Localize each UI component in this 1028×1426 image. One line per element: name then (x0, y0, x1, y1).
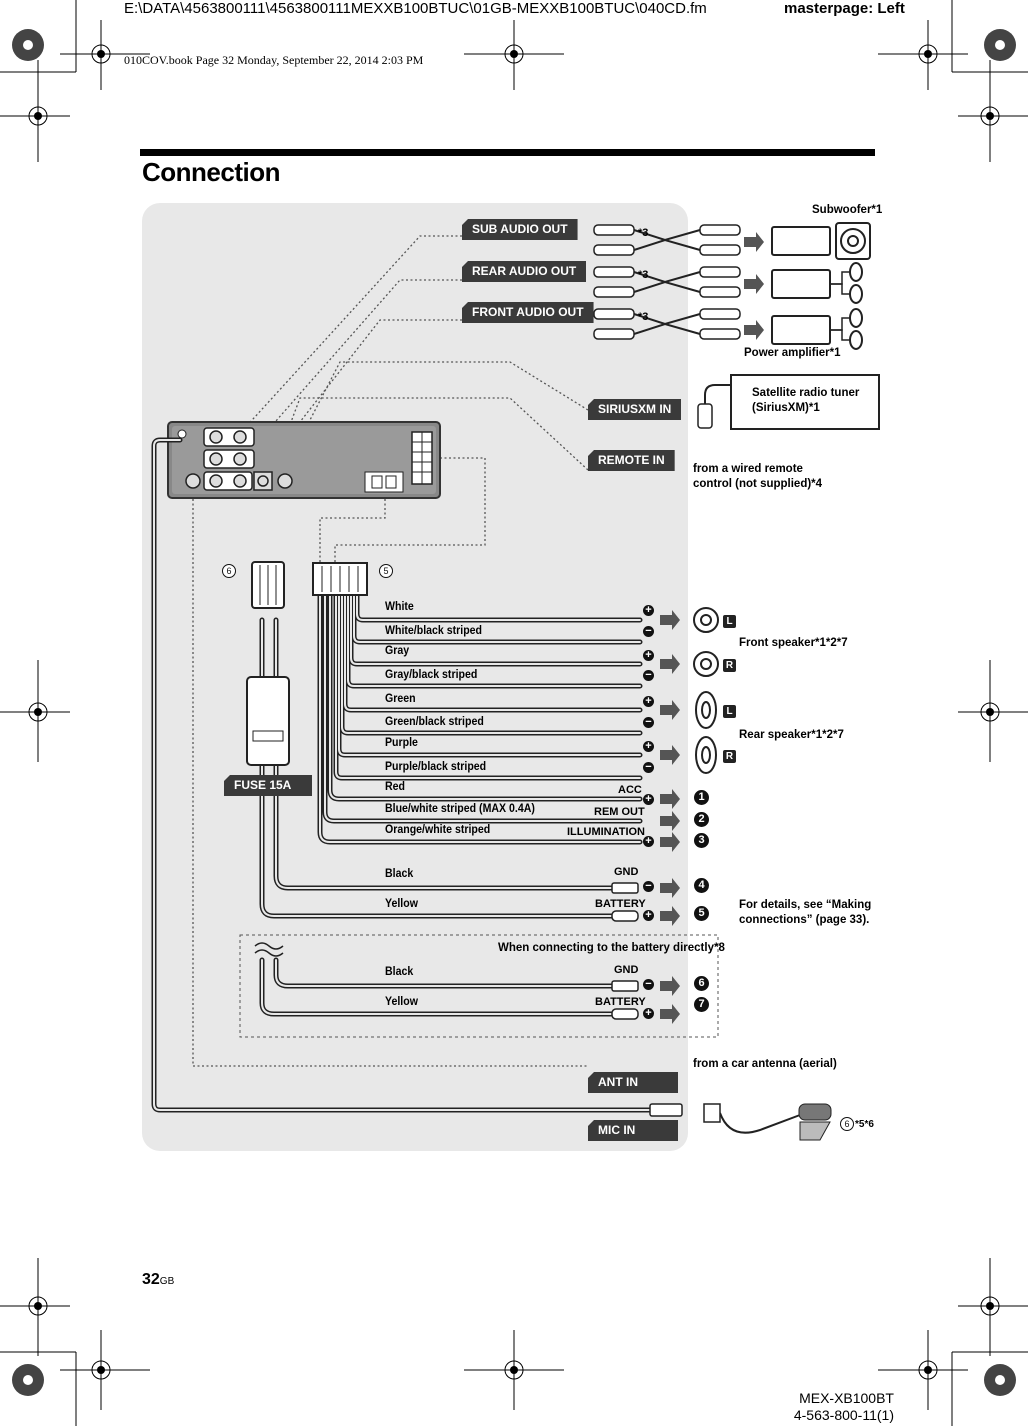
connector-mark-five: 5 (379, 564, 393, 578)
wired-remote-label: from a wired remote control (not supplie… (693, 463, 823, 490)
part-number: 4-563-800-11(1) (793, 1407, 894, 1423)
model-name: MEX-XB100BT (799, 1390, 894, 1406)
callout-number: 3 (694, 833, 709, 848)
terminal-label: REM OUT (594, 806, 645, 818)
terminal-label: ILLUMINATION (567, 826, 646, 838)
callout-number: 5 (694, 906, 709, 921)
power-wire-label: Yellow (385, 898, 418, 910)
front-speaker-label: Front speaker*1*2*7 (739, 637, 848, 649)
callout-number: 7 (694, 997, 709, 1012)
callout-number: 6 (694, 976, 709, 991)
diagram-panel (142, 203, 688, 1151)
page-number: 32GB (142, 1271, 175, 1288)
wire-label: Green (385, 693, 416, 705)
polarity-sign: + (643, 650, 654, 661)
title-rule (140, 149, 875, 156)
battery-direct-note: When connecting to the battery directly*… (498, 942, 725, 954)
rear-audio-out-label: REAR AUDIO OUT (462, 261, 587, 282)
wire-label: White (385, 601, 414, 613)
wire-label: White/black striped (385, 625, 483, 637)
file-path: E:\DATA\4563800111\4563800111MEXXB100BTU… (124, 0, 707, 17)
wire-label: Green/black striped (385, 716, 484, 728)
siriusxm-in-label: SIRIUSXM IN (588, 399, 682, 420)
power-wire-label: Red (385, 781, 405, 793)
power-wire-label: Black (385, 868, 414, 880)
callout-number: 1 (694, 790, 709, 805)
terminal-label: BATTERY (595, 996, 646, 1008)
polarity-sign: − (643, 881, 654, 892)
polarity-sign: − (643, 762, 654, 773)
rear-speaker-label: Rear speaker*1*2*7 (739, 729, 844, 741)
book-line: 010COV.book Page 32 Monday, September 22… (124, 53, 424, 67)
car-antenna-note: from a car antenna (aerial) (693, 1058, 837, 1070)
note-star3: *3 (638, 269, 649, 281)
page-title: Connection (142, 157, 281, 187)
sub-audio-out-label: SUB AUDIO OUT (462, 219, 578, 240)
polarity-sign: + (643, 741, 654, 752)
battery-wire-label: Yellow (385, 996, 418, 1008)
terminal-label: GND (614, 866, 639, 878)
fuse-label: FUSE 15A (224, 775, 312, 796)
polarity-sign: + (643, 910, 654, 921)
mic-mark-six: 6 (840, 1117, 854, 1131)
polarity-sign: + (643, 794, 654, 805)
battery-wire-label: Black (385, 966, 414, 978)
masterpage-label: masterpage: Left (784, 0, 905, 17)
mic-note: *5*6 (855, 1119, 874, 1130)
ant-in-label: ANT IN (588, 1072, 678, 1093)
speaker-channel-tag: R (723, 750, 736, 763)
polarity-sign: − (643, 670, 654, 681)
wire-label: Gray/black striped (385, 669, 478, 681)
power-wire-label: Orange/white striped (385, 824, 491, 836)
wire-label: Gray (385, 645, 410, 657)
wire-label: Purple/black striped (385, 761, 487, 773)
terminal-label: BATTERY (595, 898, 646, 910)
polarity-sign: − (643, 626, 654, 637)
remote-in-label: REMOTE IN (588, 450, 675, 471)
polarity-sign: + (643, 1008, 654, 1019)
polarity-sign: + (643, 696, 654, 707)
speaker-channel-tag: L (723, 705, 736, 718)
wire-label: Purple (385, 737, 418, 749)
polarity-sign: − (643, 717, 654, 728)
polarity-sign: + (643, 605, 654, 616)
power-amplifier-label: Power amplifier*1 (744, 347, 841, 359)
connector-mark-six: 6 (222, 564, 236, 578)
note-star3: *3 (638, 311, 649, 323)
callout-number: 2 (694, 812, 709, 827)
terminal-label: ACC (618, 784, 642, 796)
power-wire-label: Blue/white striped (MAX 0.4A) (385, 803, 535, 815)
speaker-channel-tag: R (723, 659, 736, 672)
note-star3: *3 (638, 227, 649, 239)
details-note: For details, see “Making connections” (p… (739, 899, 872, 926)
speaker-channel-tag: L (723, 615, 736, 628)
subwoofer-label: Subwoofer*1 (812, 204, 883, 216)
front-audio-out-label: FRONT AUDIO OUT (462, 302, 594, 323)
polarity-sign: + (643, 836, 654, 847)
mic-in-label: MIC IN (588, 1120, 678, 1141)
polarity-sign: − (643, 979, 654, 990)
callout-number: 4 (694, 878, 709, 893)
satellite-tuner-label: Satellite radio tuner (SiriusXM)*1 (752, 387, 860, 414)
terminal-label: GND (614, 964, 639, 976)
model-info: MEX-XB100BT 4-563-800-11(1) (786, 1390, 894, 1424)
